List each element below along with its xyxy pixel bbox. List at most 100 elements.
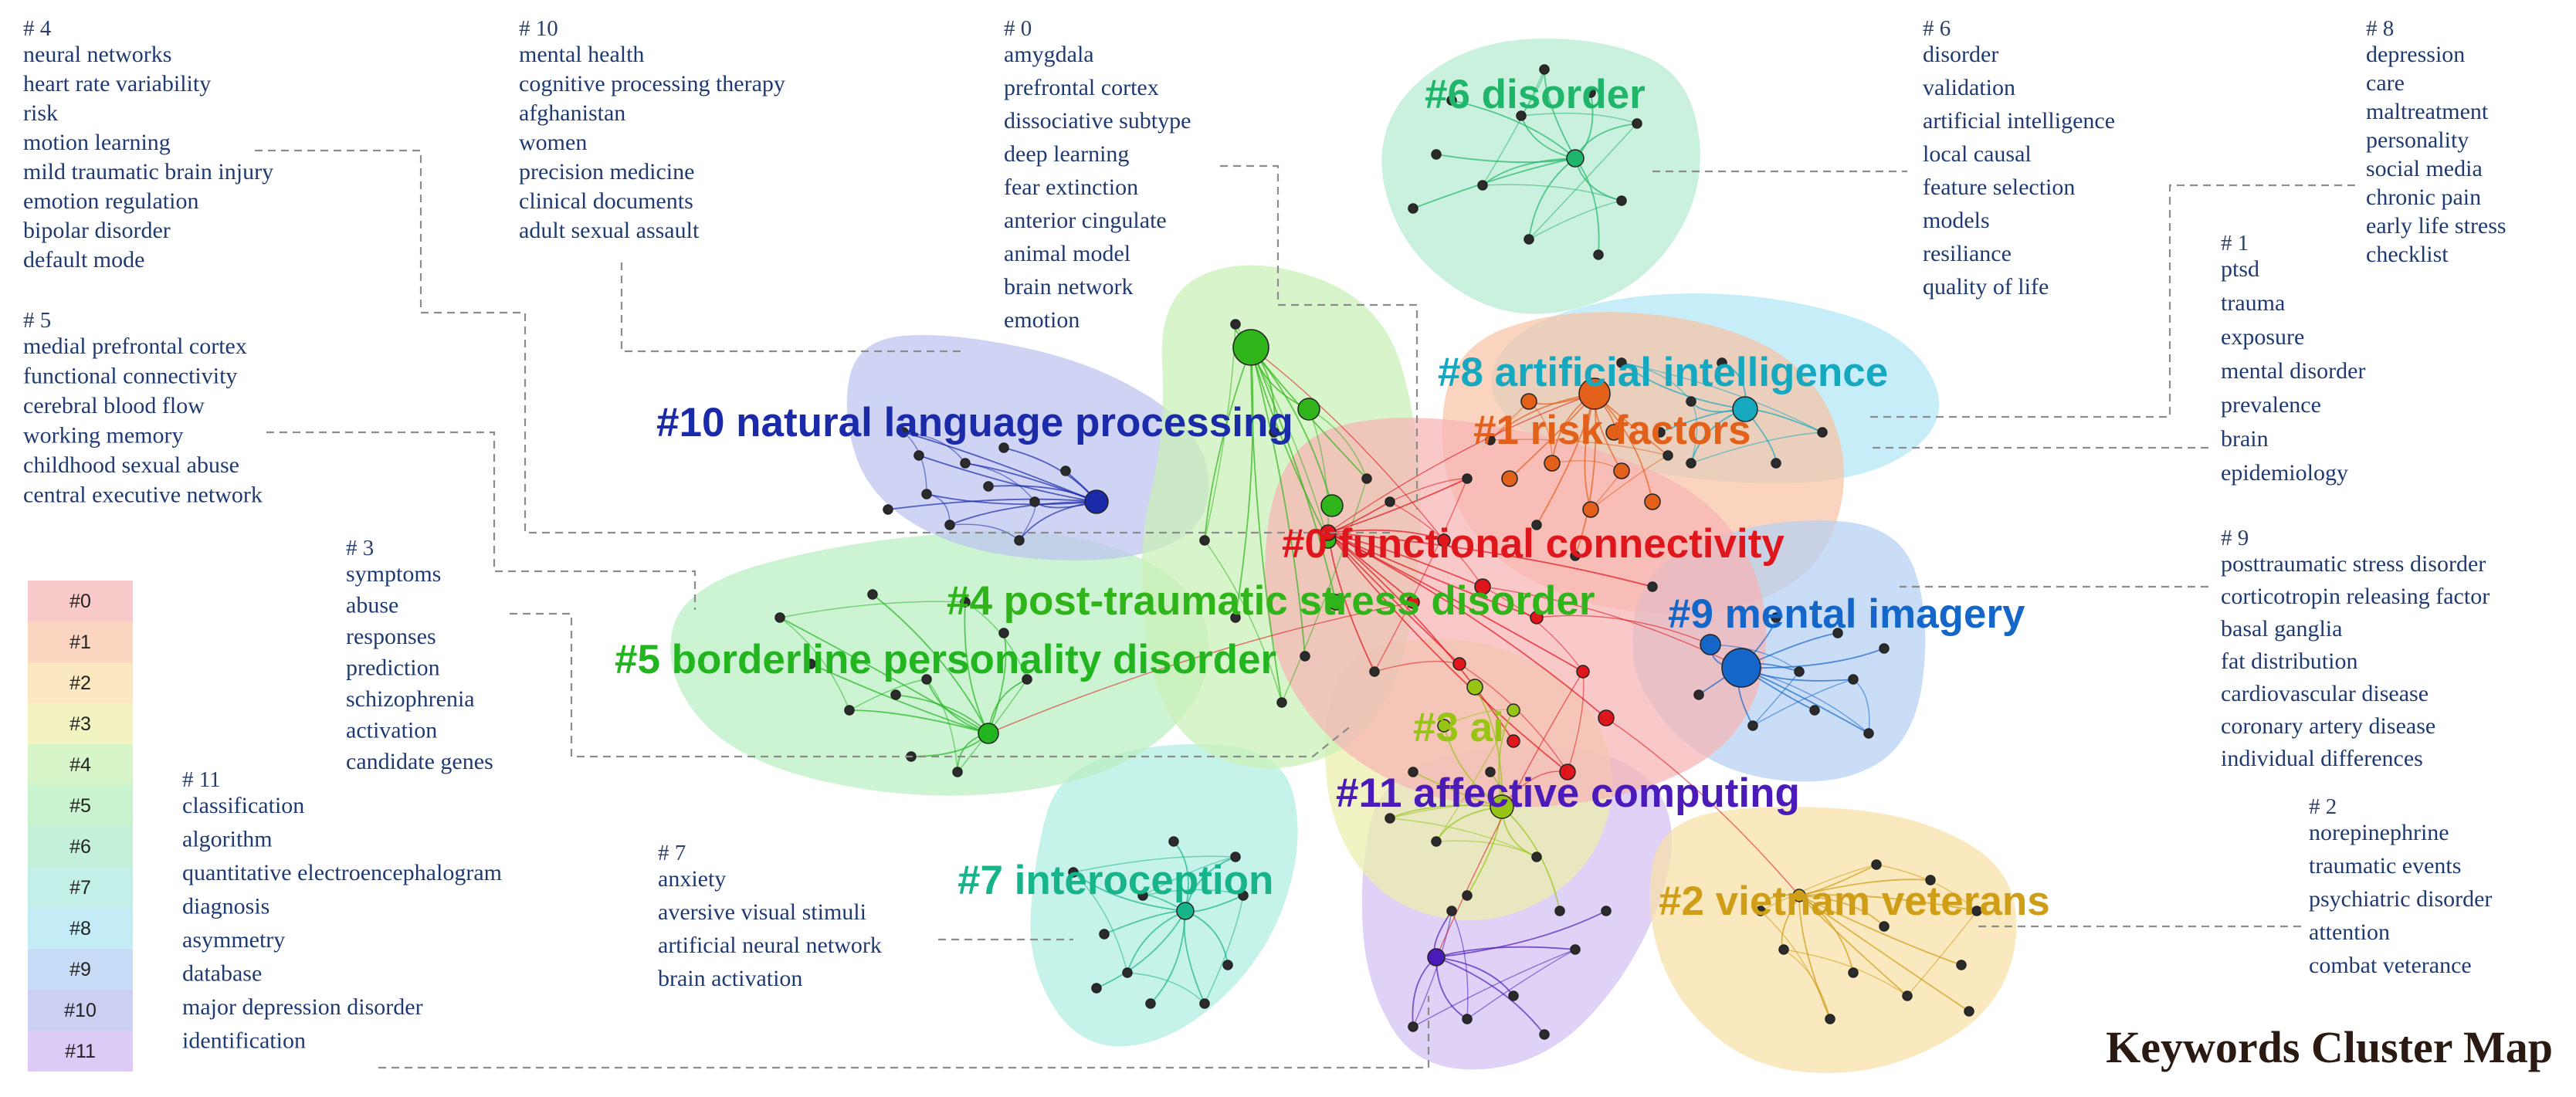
keyword-term: cardiovascular disease	[2221, 681, 2429, 706]
network-edge	[810, 663, 989, 734]
network-edge	[949, 523, 1020, 541]
network-node	[1848, 967, 1859, 978]
network-node	[1655, 427, 1666, 438]
network-node	[1601, 906, 1612, 916]
network-node	[1176, 902, 1195, 920]
network-edge	[1798, 895, 1908, 997]
keyword-term: animal model	[1004, 241, 1130, 266]
legend-label: #2	[69, 672, 91, 694]
leader-line	[510, 612, 1352, 758]
network-edge	[1574, 157, 1600, 256]
network-edge	[1096, 910, 1186, 989]
keyword-term: traumatic events	[2309, 853, 2461, 879]
network-node	[883, 504, 893, 515]
keyword-term: quantitative electroencephalogram	[182, 860, 502, 885]
network-edge	[1250, 347, 1337, 603]
cluster-label-9: #9 mental imagery	[1668, 591, 2025, 637]
network-node	[1732, 396, 1758, 422]
network-edge	[988, 632, 1007, 734]
network-edge	[1327, 478, 1468, 533]
network-node	[1385, 813, 1395, 824]
legend-swatch	[28, 581, 133, 621]
keyword-group-heading: # 11	[182, 767, 221, 792]
network-node	[1385, 496, 1395, 507]
network-node	[1462, 1014, 1473, 1024]
keyword-term: identification	[182, 1028, 306, 1054]
network-edge	[1752, 679, 1854, 726]
keyword-term: precision medicine	[519, 159, 694, 185]
network-node	[998, 442, 1009, 453]
network-edge	[1490, 438, 1669, 456]
keyword-term: adult sexual assault	[519, 218, 700, 243]
keyword-term: childhood sexual abuse	[23, 452, 239, 478]
keyword-term: cognitive processing therapy	[519, 71, 785, 96]
keyword-term: basal ganglia	[2221, 616, 2342, 642]
network-edge	[1250, 347, 1283, 703]
network-edge	[1482, 69, 1545, 186]
keyword-term: working memory	[23, 423, 183, 449]
network-node	[1644, 493, 1661, 510]
legend-item-10: #10	[28, 990, 133, 1031]
network-node	[1879, 643, 1890, 654]
network-node	[1792, 889, 1806, 902]
network-node	[1693, 689, 1704, 700]
keyword-term: medial prefrontal cortex	[23, 334, 247, 359]
network-node	[1099, 929, 1110, 940]
keyword-term: women	[519, 130, 587, 155]
network-node	[1778, 944, 1789, 955]
network-node	[1199, 535, 1210, 546]
network-edge	[1327, 532, 1537, 618]
network-edge	[1798, 895, 1885, 927]
network-node	[1406, 595, 1420, 609]
network-node	[805, 659, 816, 669]
network-node	[983, 481, 994, 492]
network-node	[1956, 960, 1967, 970]
legend-label: #4	[69, 754, 91, 776]
network-edge	[1412, 157, 1576, 209]
network-node	[1446, 95, 1457, 106]
network-edge	[1073, 872, 1128, 973]
network-edge	[1250, 347, 1445, 541]
network-node	[1145, 998, 1156, 1009]
keyword-group-11: # 11classificationalgorithmquantitative …	[182, 767, 502, 1054]
network-edge	[1327, 532, 1460, 665]
network-node	[1466, 679, 1483, 696]
cluster-hull-0	[1265, 418, 1767, 808]
network-edge	[1204, 347, 1252, 541]
network-edge	[1584, 393, 1595, 510]
network-edge	[1621, 362, 1692, 402]
network-node	[1817, 427, 1828, 438]
network-node	[1771, 458, 1781, 469]
network-node	[952, 767, 963, 777]
network-node	[921, 674, 932, 685]
cluster-label-0: #0 functional connectivity	[1282, 521, 1785, 567]
keyword-term: models	[1923, 208, 1990, 233]
network-node	[844, 705, 855, 716]
network-node	[1686, 458, 1696, 469]
legend-label: #11	[65, 1041, 96, 1062]
network-edge	[1173, 841, 1189, 912]
network-node	[1408, 767, 1418, 777]
network-edge	[903, 432, 1097, 503]
network-node	[1431, 836, 1442, 847]
network-edge	[1073, 872, 1186, 912]
network-edge	[1281, 478, 1368, 703]
network-node	[1361, 473, 1372, 484]
keyword-term: diagnosis	[182, 894, 269, 919]
network-edge	[887, 498, 1097, 510]
keyword-group-heading: # 6	[1923, 16, 1951, 41]
network-node	[913, 450, 924, 461]
keyword-term: local causal	[1923, 141, 2032, 167]
network-edge	[1798, 895, 1962, 966]
network-node	[1369, 666, 1380, 677]
cluster-label-1: #1 risk factors	[1473, 408, 1751, 453]
keyword-term: feature selection	[1923, 174, 2075, 200]
network-node	[1320, 494, 1344, 517]
keyword-term: schizophrenia	[346, 686, 475, 712]
network-edge	[779, 617, 989, 734]
network-edge	[926, 493, 1097, 506]
keyword-group-heading: # 1	[2221, 231, 2249, 256]
